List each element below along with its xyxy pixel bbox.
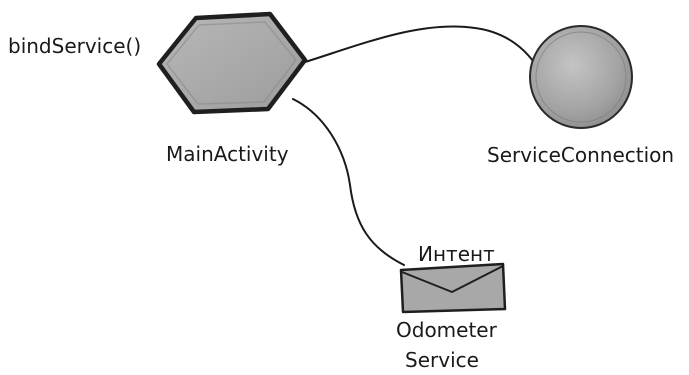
activity-label: MainActivity	[166, 142, 289, 166]
service-label-line1: Odometer	[396, 318, 497, 342]
hexagon-icon	[156, 11, 308, 115]
service-label: Odometer Service	[396, 315, 497, 375]
connector-activity-to-intent	[292, 98, 405, 266]
connection-label: ServiceConnection	[487, 143, 675, 167]
service-label-line2: Service	[405, 348, 479, 372]
intent-label: Интент	[418, 242, 495, 266]
connector-activity-to-connection	[301, 25, 539, 69]
method-label: bindService()	[8, 34, 142, 58]
sphere-icon	[529, 25, 633, 129]
envelope-icon	[399, 262, 507, 314]
